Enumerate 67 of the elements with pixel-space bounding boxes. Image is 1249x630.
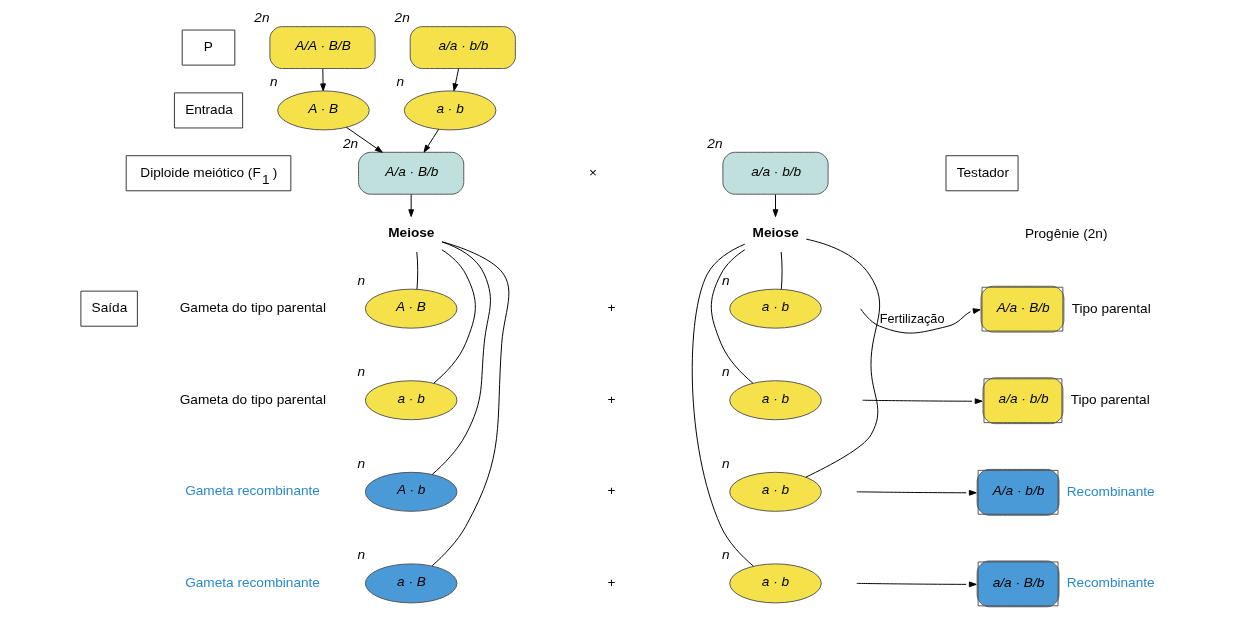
node-box: A/A · B/B: [269, 26, 376, 69]
node-ellipse: a · b: [364, 380, 458, 421]
node-label: 2n: [707, 135, 723, 151]
node-label: n: [721, 272, 730, 288]
label: +: [607, 575, 616, 590]
label: +: [607, 391, 616, 407]
label: ×: [588, 164, 597, 180]
node-label: n: [357, 547, 366, 563]
label: Gameta do tipo parental: [179, 300, 326, 316]
node-ellipse: a · b: [729, 288, 822, 329]
node-ellipse: a · b: [729, 471, 822, 512]
node-ellipse: a · B: [364, 563, 458, 604]
label: Gameta recombinante: [185, 483, 320, 499]
node-label: n: [721, 547, 730, 563]
connector: [431, 241, 510, 567]
connector: [433, 249, 476, 384]
node-label: n: [357, 272, 366, 288]
connector: [431, 241, 491, 475]
arrow: [423, 128, 440, 153]
label: +: [607, 300, 616, 316]
node-ellipse: A · B: [364, 288, 458, 329]
edge-label: Fertilização: [879, 311, 945, 326]
node-label: n: [721, 455, 730, 471]
node-box: A/a · B/b: [358, 151, 465, 195]
node-box: P: [181, 29, 236, 66]
label: +: [607, 483, 616, 499]
arrow: [860, 308, 981, 334]
node-label: n: [721, 364, 730, 380]
arrow: [320, 68, 326, 92]
node-label: Tipo parental: [1070, 392, 1150, 408]
node-label: n: [357, 455, 366, 471]
arrow: [452, 68, 460, 92]
node-ellipse: A · b: [364, 471, 458, 512]
node-ellipse: a · b: [729, 563, 822, 604]
node-label: n: [269, 74, 278, 90]
node-label: 2n: [342, 135, 359, 151]
arrow: [856, 581, 977, 588]
node-label: n: [357, 364, 366, 380]
connector: [416, 251, 419, 290]
node-text: Meiose: [388, 224, 435, 240]
label: Progênie (2n): [1024, 225, 1108, 241]
node-ellipse: a · b: [729, 380, 822, 421]
node-label: Recombinante: [1066, 575, 1155, 591]
node-label: n: [396, 74, 405, 90]
node-label: 2n: [254, 9, 270, 25]
connector: [691, 243, 754, 567]
label: Gameta recombinante: [185, 575, 320, 590]
node-box: Saída: [80, 290, 138, 327]
arrow: [346, 126, 383, 153]
node-ellipse: A · B: [277, 90, 370, 131]
connector: [780, 251, 783, 290]
label: Gameta do tipo parental: [179, 391, 326, 407]
connector: [805, 238, 881, 478]
node-ellipse: a · b: [403, 90, 497, 131]
arrow: [856, 489, 977, 496]
node-label: 2n: [394, 9, 410, 25]
node-box: a/a · b/b: [722, 151, 829, 195]
node-text: Meiose: [752, 224, 799, 240]
arrow: [772, 194, 779, 218]
connector: [710, 249, 754, 384]
node-label: Tipo parental: [1071, 300, 1151, 316]
node-label: Recombinante: [1066, 483, 1155, 499]
arrow: [408, 194, 415, 218]
node-box: Testador: [945, 155, 1019, 192]
arrow: [862, 398, 983, 405]
node-box: a/a · b/b: [409, 26, 516, 69]
node-box: Entrada: [173, 92, 244, 129]
